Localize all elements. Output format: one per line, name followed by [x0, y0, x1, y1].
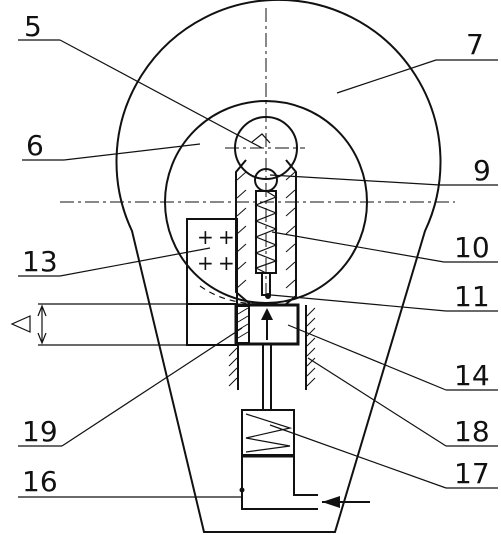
label-5: 5	[24, 10, 42, 43]
label-18: 18	[454, 415, 490, 448]
label-6: 6	[26, 129, 44, 162]
stroke-arrow-up	[37, 304, 47, 317]
leader-10	[271, 231, 445, 263]
leader-16-dot	[239, 487, 245, 493]
piston-spring	[245, 413, 293, 453]
slider-insert-hatching	[237, 307, 249, 339]
leader-5	[59, 39, 263, 149]
right-rail-hatching	[306, 307, 316, 387]
label-11: 11	[454, 280, 490, 313]
channel-right-wall	[285, 159, 297, 305]
cylinder-inlet-wall	[293, 456, 318, 496]
plus-sign-1: +	[197, 225, 214, 249]
stroke-arrow-down	[37, 332, 47, 345]
leader-6	[63, 143, 201, 161]
leader-18	[307, 357, 447, 447]
plus-sign-2: +	[218, 225, 235, 249]
rotor-disc	[164, 100, 368, 304]
slider-insert	[236, 305, 250, 344]
plunger-tip	[265, 293, 271, 299]
label-10: 10	[454, 231, 490, 264]
plus-sign-3: +	[197, 251, 214, 275]
plus-sign-4: +	[218, 251, 235, 275]
leader-11	[270, 294, 447, 312]
ball-element	[234, 116, 298, 180]
magnet-block	[186, 218, 238, 346]
compression-spring	[254, 190, 278, 274]
outer-housing-body	[115, 0, 442, 533]
leader-17	[269, 424, 447, 489]
leader-7	[336, 59, 437, 94]
indicator-pointer	[10, 315, 31, 333]
ball-arrow	[251, 133, 271, 144]
slider-up-arrow	[261, 308, 273, 320]
label-13: 13	[22, 245, 58, 278]
inlet-arrow-head	[322, 496, 340, 508]
label-17: 17	[454, 457, 490, 490]
left-rail-hatching	[228, 347, 238, 387]
label-7: 7	[466, 28, 484, 61]
label-16: 16	[22, 465, 58, 498]
leader-9	[269, 174, 441, 186]
label-19: 19	[22, 415, 58, 448]
label-9: 9	[473, 154, 491, 187]
cylinder-body	[241, 456, 318, 510]
leader-13	[59, 247, 211, 277]
leader-14	[287, 324, 447, 391]
leader-19	[61, 327, 243, 447]
label-14: 14	[454, 359, 490, 392]
